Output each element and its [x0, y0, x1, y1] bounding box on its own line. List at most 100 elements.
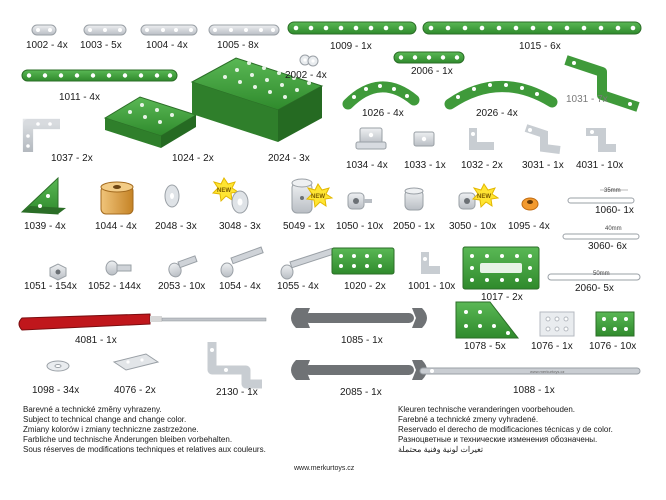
- website-link[interactable]: www.merkurtoys.cz: [294, 465, 355, 472]
- green-plate-1017-icon: [462, 246, 540, 290]
- bracket-1032-icon: [469, 128, 494, 150]
- new-badge-5049-icon: NEW: [305, 183, 334, 209]
- bolt-1055-icon: [280, 247, 335, 280]
- strip-1003-icon: [83, 24, 127, 36]
- part-label-1031: 1031 - 7x: [566, 94, 608, 105]
- part-label-2048: 2048 - 3x: [155, 221, 197, 232]
- part-label-1034: 1034 - 4x: [346, 160, 388, 171]
- bolt-2053-icon: [168, 255, 198, 278]
- part-label-3048: 3048 - 3x: [219, 221, 261, 232]
- collar-3050-icon: [458, 192, 476, 210]
- part-label-1004: 1004 - 4x: [146, 40, 188, 51]
- part-label-1044: 1044 - 4x: [95, 221, 137, 232]
- part-label-2085: 2085 - 1x: [340, 387, 382, 398]
- part-label-1060: 1060- 1x: [595, 205, 634, 216]
- part-label-4076: 4076 - 2x: [114, 385, 156, 396]
- triangle-bracket-1039-icon: [20, 176, 66, 215]
- green-plate-1020-icon: [331, 247, 395, 275]
- part-label-1002: 1002 - 4x: [26, 40, 68, 51]
- washer-2002-icon: [299, 54, 319, 67]
- part-label-1020: 1020 - 2x: [344, 281, 386, 292]
- part-label-1051: 1051 - 154x: [24, 281, 77, 292]
- curved-strip-1026-icon: [342, 81, 420, 110]
- part-label-1076-b: 1076 - 10x: [589, 341, 637, 352]
- axle-3060-icon: 40mm: [562, 226, 640, 240]
- angle-bracket-1037-icon: [22, 118, 60, 152]
- part-label-1052: 1052 - 144x: [88, 281, 141, 292]
- pulley-1044-icon: [100, 181, 134, 215]
- part-label-1024: 1024 - 2x: [172, 153, 214, 164]
- part-label-2002: 2002 - 4x: [285, 70, 327, 81]
- spanner-1088-icon: www.merkurtoys.cz: [419, 367, 641, 375]
- disclaimer-line: تغيرات لونية وفنية محتملة: [398, 445, 484, 454]
- bracket-1034-icon: [355, 127, 387, 150]
- part-label-1001: 1001 - 10x: [408, 281, 456, 292]
- bolt-1054-icon: [220, 246, 264, 278]
- part-label-1033: 1033 - 1x: [404, 160, 446, 171]
- part-label-1050: 1050 - 10x: [336, 221, 384, 232]
- axle-2060-icon: 50mm: [547, 271, 641, 281]
- part-label-1098: 1098 - 34x: [32, 385, 80, 396]
- washer-1098-icon: [46, 360, 70, 372]
- plate-1076-green-icon: [595, 311, 635, 337]
- curved-strip-2026-icon: [444, 81, 558, 110]
- part-label-1015: 1015 - 6x: [519, 41, 561, 52]
- disclaimer-line: Barevné a technické změny vyhrazeny.: [23, 405, 162, 414]
- part-label-2130: 2130 - 1x: [216, 387, 258, 398]
- part-label-1039: 1039 - 4x: [24, 221, 66, 232]
- bracket-1033-icon: [413, 131, 435, 147]
- part-label-3060: 3060- 6x: [588, 241, 627, 252]
- part-label-1011: 1011 - 4x: [59, 92, 100, 103]
- part-label-2024: 2024 - 3x: [268, 153, 310, 164]
- washer-2048-icon: [164, 184, 180, 208]
- part-label-1037: 1037 - 2x: [51, 153, 93, 164]
- spanner-imprint-text: www.merkurtoys.cz: [530, 369, 564, 374]
- cylinder-5049-icon: [291, 178, 313, 214]
- new-badge-3050-icon: NEW: [471, 183, 500, 209]
- part-label-1005: 1005 - 8x: [217, 40, 259, 51]
- part-label-1078: 1078 - 5x: [464, 341, 506, 352]
- part-label-1085: 1085 - 1x: [341, 335, 383, 346]
- disclaimer-right: Kleuren technische veranderingen voorbeh…: [398, 405, 613, 455]
- flanged-plate-2024-icon: [190, 57, 324, 142]
- disclaimer-line: Farbliche und technische Änderungen blei…: [23, 435, 233, 444]
- flat-plate-4076-icon: [112, 353, 160, 371]
- part-label-1055: 1055 - 4x: [277, 281, 319, 292]
- part-label-1076-a: 1076 - 1x: [531, 341, 573, 352]
- new-badge-3048-icon: NEW: [211, 177, 240, 203]
- collar-2050-icon: [404, 187, 424, 211]
- part-label-2026: 2026 - 4x: [476, 108, 518, 119]
- strip-1002-icon: [31, 24, 57, 36]
- bolt-1052-icon: [105, 260, 132, 276]
- part-label-1088: 1088 - 1x: [513, 385, 555, 396]
- strip-1011-icon: [21, 69, 178, 82]
- disclaimer-line: Farebné a technické zmeny vyhradené.: [398, 415, 539, 424]
- small-bracket-1001-icon: [421, 252, 440, 274]
- wrench-2085-icon: [291, 360, 427, 380]
- part-label-2050: 2050 - 1x: [393, 221, 435, 232]
- disclaimer-line: Разноцветные и технические изменения обо…: [398, 435, 598, 444]
- svg-text:35mm: 35mm: [604, 188, 621, 194]
- part-label-1032: 1032 - 2x: [461, 160, 503, 171]
- part-label-5049: 5049 - 1x: [283, 221, 325, 232]
- screwdriver-4081-icon: [18, 313, 267, 331]
- disclaimer-line: Reservado el derecho de modificaciones t…: [398, 425, 613, 434]
- disclaimer-line: Kleuren technische veranderingen voorbeh…: [398, 405, 576, 414]
- nut-1051-icon: [49, 263, 67, 281]
- plate-1076-white-icon: [539, 311, 575, 337]
- strip-1005-icon: [208, 24, 280, 36]
- part-label-3050: 3050 - 10x: [449, 221, 497, 232]
- disclaimer-line: Subject to technical change and change c…: [23, 415, 187, 424]
- part-label-4081: 4081 - 1x: [75, 335, 117, 346]
- strip-1004-icon: [140, 24, 198, 36]
- part-label-2060: 2060- 5x: [575, 283, 614, 294]
- disclaimer-left: Barevné a technické změny vyhrazeny. Sub…: [23, 405, 266, 455]
- wrench-1085-icon: [291, 308, 427, 328]
- collar-1050-icon: [347, 192, 372, 210]
- disclaimer-line: Sous réserves de modifications technique…: [23, 445, 266, 454]
- triangle-plate-1078-icon: [455, 301, 520, 339]
- svg-text:NEW: NEW: [311, 194, 325, 200]
- part-label-1009: 1009 - 1x: [330, 41, 372, 52]
- washer-3048-icon: [231, 190, 249, 214]
